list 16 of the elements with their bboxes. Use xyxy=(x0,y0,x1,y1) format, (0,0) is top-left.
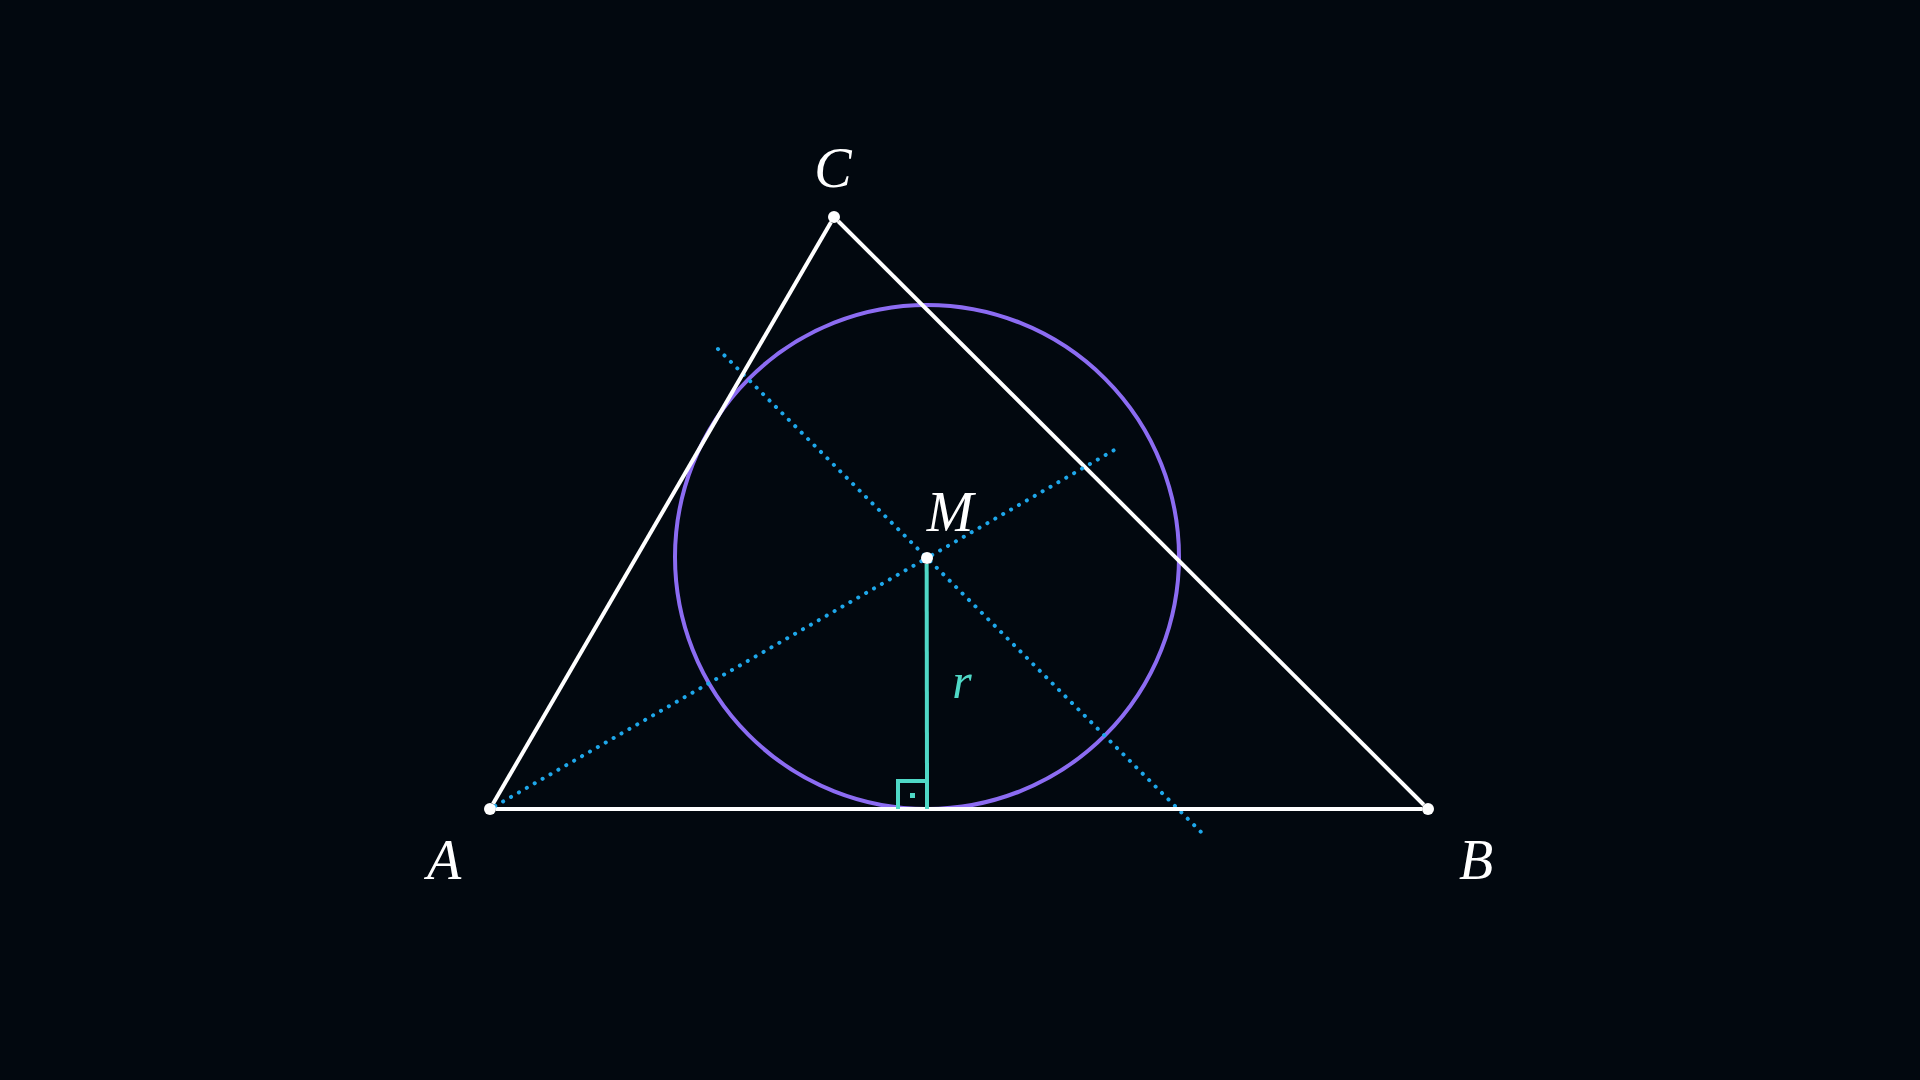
triangle-side xyxy=(496,807,1422,811)
triangle-side xyxy=(836,219,1426,807)
triangle-side xyxy=(491,221,833,805)
point-label: M xyxy=(926,484,974,540)
point-label: B xyxy=(1458,832,1494,888)
vertex-point xyxy=(921,552,933,564)
point-label: A xyxy=(426,832,462,888)
triangle-side xyxy=(924,564,929,781)
edge-label: r xyxy=(952,656,972,706)
vertex-point xyxy=(828,211,840,223)
vertex-point xyxy=(484,803,496,815)
right-angle-marker xyxy=(896,779,929,809)
angle-bisector-line xyxy=(930,447,1118,557)
angle-bisector-line xyxy=(493,559,924,808)
vertex-point xyxy=(1422,803,1434,815)
point-label: C xyxy=(814,140,852,196)
